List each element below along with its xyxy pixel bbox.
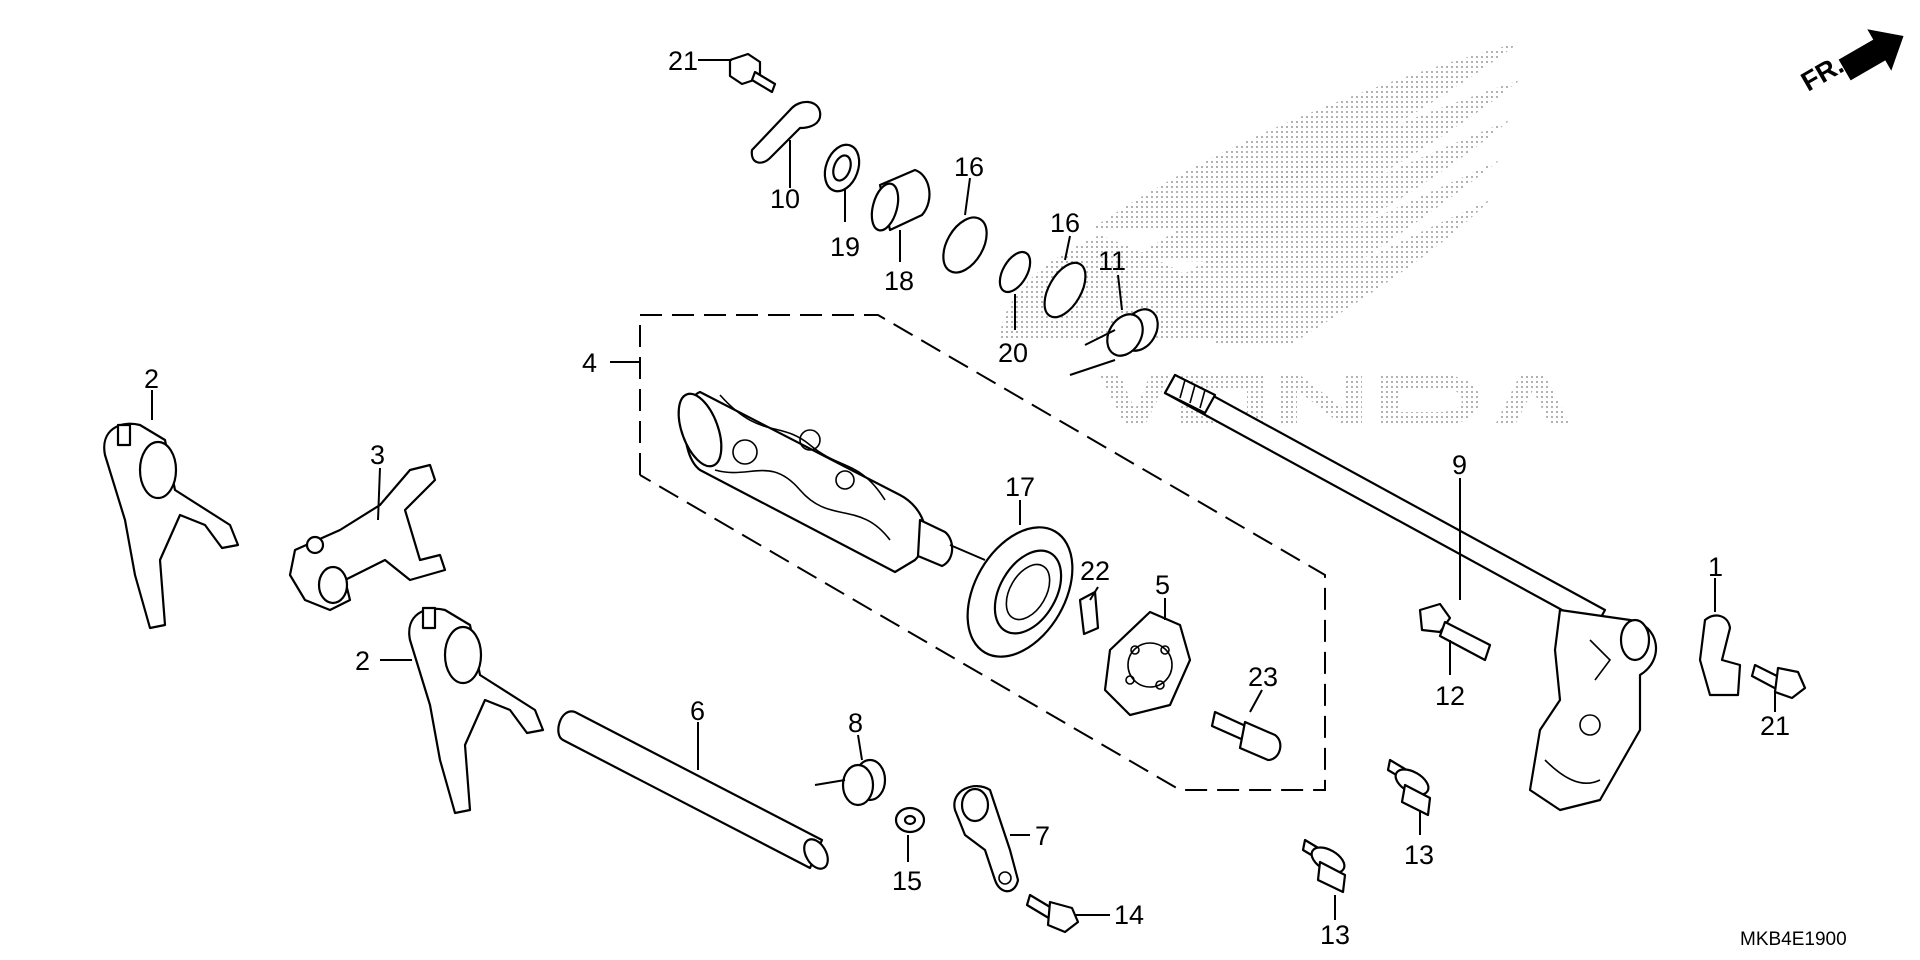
callout-1: 1	[1708, 552, 1723, 582]
callout-11: 11	[1098, 246, 1126, 276]
callout-19: 19	[830, 232, 860, 262]
leader-lines	[151, 59, 1776, 920]
assembly-outline-4	[639, 314, 1326, 791]
callout-3: 3	[370, 440, 385, 470]
part-13-flange-bolt-b	[1301, 838, 1347, 894]
callout-17: 17	[1005, 472, 1035, 502]
honda-wing-logo	[1000, 42, 1570, 425]
callout-22: 22	[1080, 556, 1110, 586]
callout-14: 14	[1114, 900, 1144, 930]
callout-5: 5	[1155, 570, 1170, 600]
part-6-fork-shaft	[557, 710, 829, 870]
part-callouts: 21 10 19 18 16 16 20 11 4 17 22 5 23 9 1…	[144, 46, 1790, 950]
part-7-stopper-arm	[953, 785, 1020, 893]
callout-15: 15	[892, 866, 922, 896]
front-direction-arrow-icon	[1838, 29, 1904, 81]
callout-7: 7	[1035, 821, 1050, 851]
part-13-flange-bolt-a	[1386, 758, 1432, 817]
part-21-bolt-right	[1750, 663, 1807, 700]
part-12-stopper-bolt	[1418, 602, 1492, 662]
part-23-socket-bolt	[1210, 710, 1282, 762]
callout-12: 12	[1435, 681, 1465, 711]
callout-23: 23	[1248, 662, 1278, 692]
part-22-dowel-pin	[1078, 590, 1100, 636]
callout-9: 9	[1452, 450, 1467, 480]
part-2-shift-fork-a	[103, 422, 240, 630]
callout-13: 13	[1404, 840, 1434, 870]
part-14-bolt	[1025, 893, 1080, 934]
part-10-plate	[750, 100, 822, 164]
part-19-oil-seal	[823, 143, 861, 193]
callout-21: 21	[668, 46, 698, 76]
part-9-gearshift-spindle	[1163, 373, 1658, 812]
callout-16: 16	[954, 152, 984, 182]
callout-18: 18	[884, 266, 914, 296]
callout-2: 2	[144, 364, 159, 394]
part-17-ball-bearing	[966, 526, 1074, 658]
part-3-shift-fork-center	[288, 463, 447, 612]
part-21-bolt-top	[728, 52, 777, 94]
callout-20: 20	[998, 338, 1028, 368]
part-4-shift-drum	[677, 390, 986, 574]
callout-2: 2	[355, 646, 370, 676]
part-2-shift-fork-b	[408, 606, 545, 815]
callout-8: 8	[848, 708, 863, 738]
part-15-washer	[894, 806, 926, 834]
callout-6: 6	[690, 696, 705, 726]
part-20-circlip	[998, 250, 1032, 294]
part-16-washer-b	[1043, 261, 1087, 319]
callout-16: 16	[1050, 208, 1080, 238]
part-5-shift-drum-center	[1103, 610, 1192, 717]
part-18-needle-bearing	[870, 168, 931, 232]
diagram-code: MKB4E1900	[1740, 929, 1847, 950]
part-8-stopper-spring	[814, 758, 887, 807]
part-11-return-spring	[1069, 308, 1159, 376]
part-16-washer-a	[942, 216, 988, 274]
callout-21: 21	[1760, 711, 1790, 741]
callout-10: 10	[770, 184, 800, 214]
part-1-guide-plate	[1698, 614, 1742, 697]
callout-13: 13	[1320, 920, 1350, 950]
callout-4: 4	[582, 348, 597, 378]
front-direction-label: FR.	[1796, 49, 1849, 97]
